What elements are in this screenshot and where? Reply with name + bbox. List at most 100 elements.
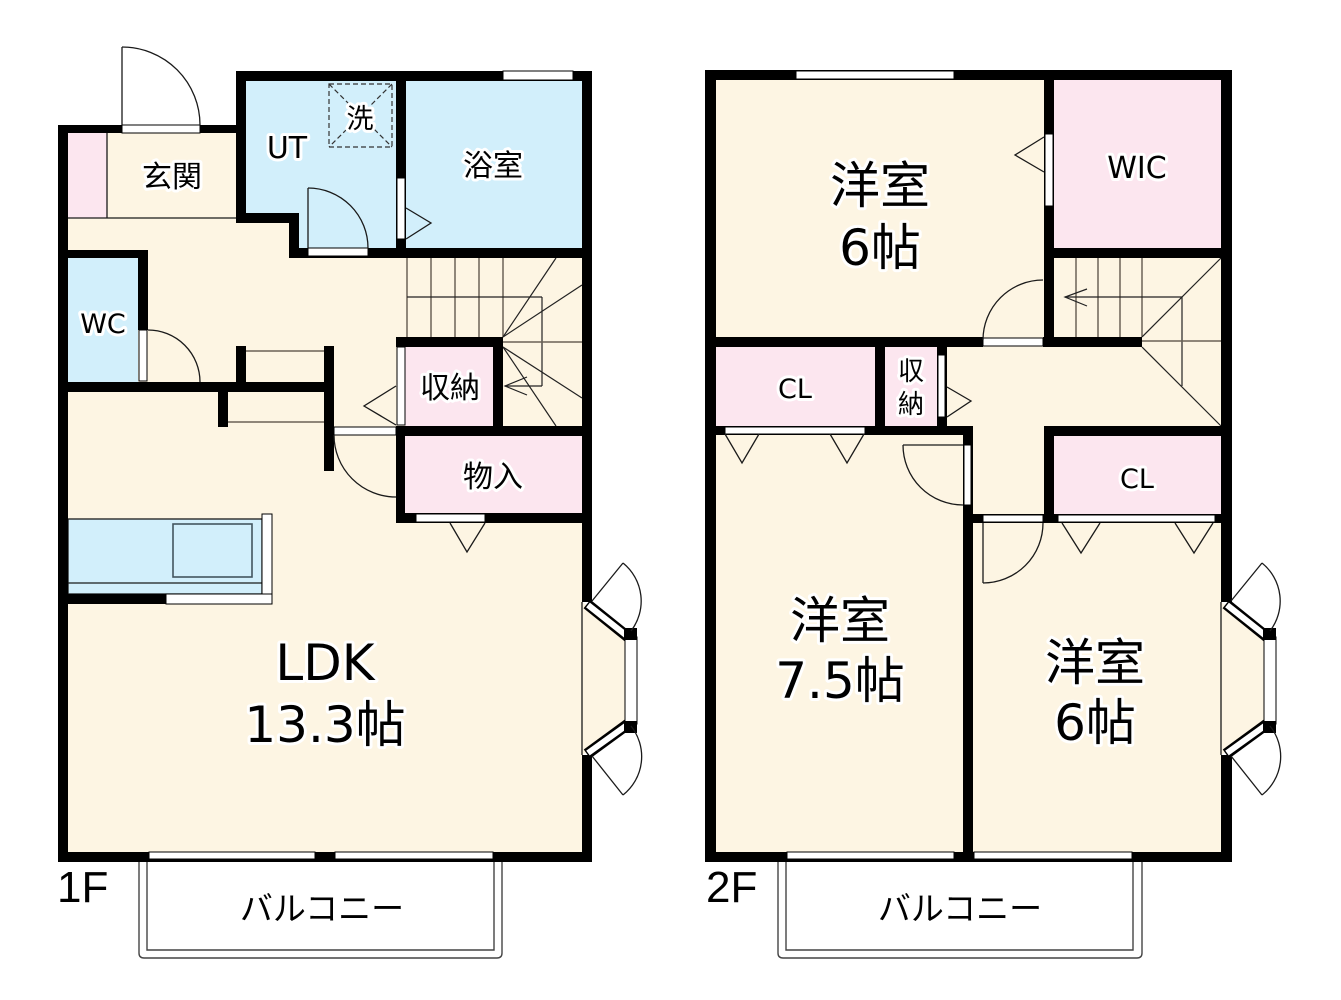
wall (58, 382, 334, 392)
wall (324, 346, 334, 471)
room-label-western-southwest: 洋室 (790, 592, 890, 650)
wall (218, 392, 228, 427)
wic-door-opening (1044, 133, 1054, 207)
room-label-western-north: 洋室 (830, 157, 930, 215)
closet-right-door-opening (1057, 514, 1216, 523)
wall (396, 513, 592, 523)
wall (138, 250, 148, 330)
closet-left-door-opening (724, 426, 866, 435)
bay-window-2f (1220, 562, 1282, 796)
wall (396, 337, 503, 347)
wall (1044, 426, 1232, 436)
bay-joint (624, 628, 637, 640)
room-label-utility: UT (267, 131, 308, 166)
washer-pan-diag (328, 83, 393, 148)
room-label-western-southeast: 洋室 (1045, 634, 1145, 692)
room-label-closet-left: CL (778, 374, 812, 405)
bay-sash-arc (622, 725, 643, 796)
closet-left-floor (716, 347, 875, 426)
wall (1044, 426, 1054, 523)
utility-door-opening (307, 247, 369, 257)
closet-door-swing-icon (724, 433, 760, 465)
room-label-storage-2f-line1: 収 (898, 357, 924, 387)
bay-glass (586, 602, 629, 639)
wall (58, 125, 68, 862)
southwest-door-arc (902, 444, 964, 506)
utility-floor (246, 81, 396, 248)
openings-2f (724, 70, 1216, 860)
north-room-door-arc (982, 279, 1044, 341)
washer-pan (328, 83, 393, 148)
bay-sash-arc (1261, 562, 1281, 632)
wall (58, 250, 148, 258)
floor-label-1f: 1F (57, 863, 108, 912)
room-label-storage-1f: 収納 (420, 371, 480, 406)
staircase-2f (1063, 257, 1222, 427)
staircase-1f (406, 257, 583, 427)
balcony-2f (777, 862, 1143, 959)
balcony-label-2f: バルコニー (878, 890, 1042, 927)
wall (236, 213, 299, 223)
wall (705, 70, 716, 862)
bay-glass (1225, 722, 1268, 756)
closet-floor-1f (405, 436, 582, 513)
entrance-door-arc (121, 46, 201, 126)
closet-right-floor (1054, 436, 1221, 514)
bay-front-window (1263, 636, 1277, 725)
closet-door-swing-icon (1061, 522, 1101, 555)
wall (1044, 248, 1232, 258)
wall (705, 852, 1232, 862)
wall (705, 337, 983, 347)
room-label-washer: 洗 (347, 104, 374, 135)
southeast-door-arc (982, 522, 1044, 584)
room-label-storage-2f-line2: 納 (898, 390, 924, 420)
stair-winder (502, 284, 583, 338)
sink (172, 523, 253, 578)
wall (289, 213, 299, 258)
bay-sash-leaf (591, 562, 624, 602)
balcony-inner-rail (146, 862, 495, 951)
stair-winder (1141, 257, 1222, 338)
ldk-window-right (334, 851, 494, 860)
southwest-room-door-opening (963, 444, 972, 506)
stair-arrow-icon (1063, 288, 1088, 307)
wc-floor (68, 258, 138, 382)
room-size-western-north: 6帖 (839, 219, 921, 277)
north-room-door-opening (982, 337, 1044, 347)
closet-door-swing-icon (1174, 522, 1214, 555)
room-label-bath: 浴室 (463, 149, 523, 184)
floor-2f: 洋室 6帖 WIC CL 収 納 CL 洋室 7.5帖 洋室 6帖 2F バルコ… (705, 70, 1282, 959)
room-label-closet-1f: 物入 (463, 460, 523, 495)
wall (58, 852, 592, 862)
wall (1043, 337, 1142, 347)
southwest-room-window (786, 851, 955, 860)
bath-door-swing-icon (405, 207, 433, 240)
ldk-door-opening (333, 426, 397, 436)
bay-floor-2f (1221, 602, 1269, 755)
bath-floor (406, 81, 582, 248)
bay-glass (1225, 602, 1268, 639)
wall (582, 71, 592, 602)
wall (58, 594, 166, 604)
bath-door-opening (396, 177, 406, 240)
floor-fills-2f (716, 80, 1269, 852)
storage-door-opening-2f (937, 354, 946, 418)
closet-door-opening-1f (415, 513, 486, 523)
wall (1044, 248, 1054, 347)
southeast-room-window (973, 851, 1133, 860)
genkan-shoebox (68, 133, 107, 218)
stair-winder (502, 257, 557, 338)
wall (236, 71, 246, 223)
bay-sash-leaf (1230, 562, 1263, 602)
door-swings-1f (121, 46, 486, 554)
room-label-genkan: 玄関 (142, 160, 202, 195)
bath-window (502, 70, 574, 81)
room-size-western-southeast: 6帖 (1054, 694, 1136, 752)
labels-1f: 玄関 UT 洗 浴室 WC 収納 物入 LDK 13.3帖 1F バルコニー (57, 101, 526, 927)
storage-door-swing-icon (362, 385, 397, 426)
kitchen-counter (67, 513, 273, 605)
floor-1f: 玄関 UT 洗 浴室 WC 収納 物入 LDK 13.3帖 1F バルコニー (57, 46, 643, 959)
wall (1221, 70, 1232, 602)
storage-door-swing-icon (946, 386, 973, 418)
